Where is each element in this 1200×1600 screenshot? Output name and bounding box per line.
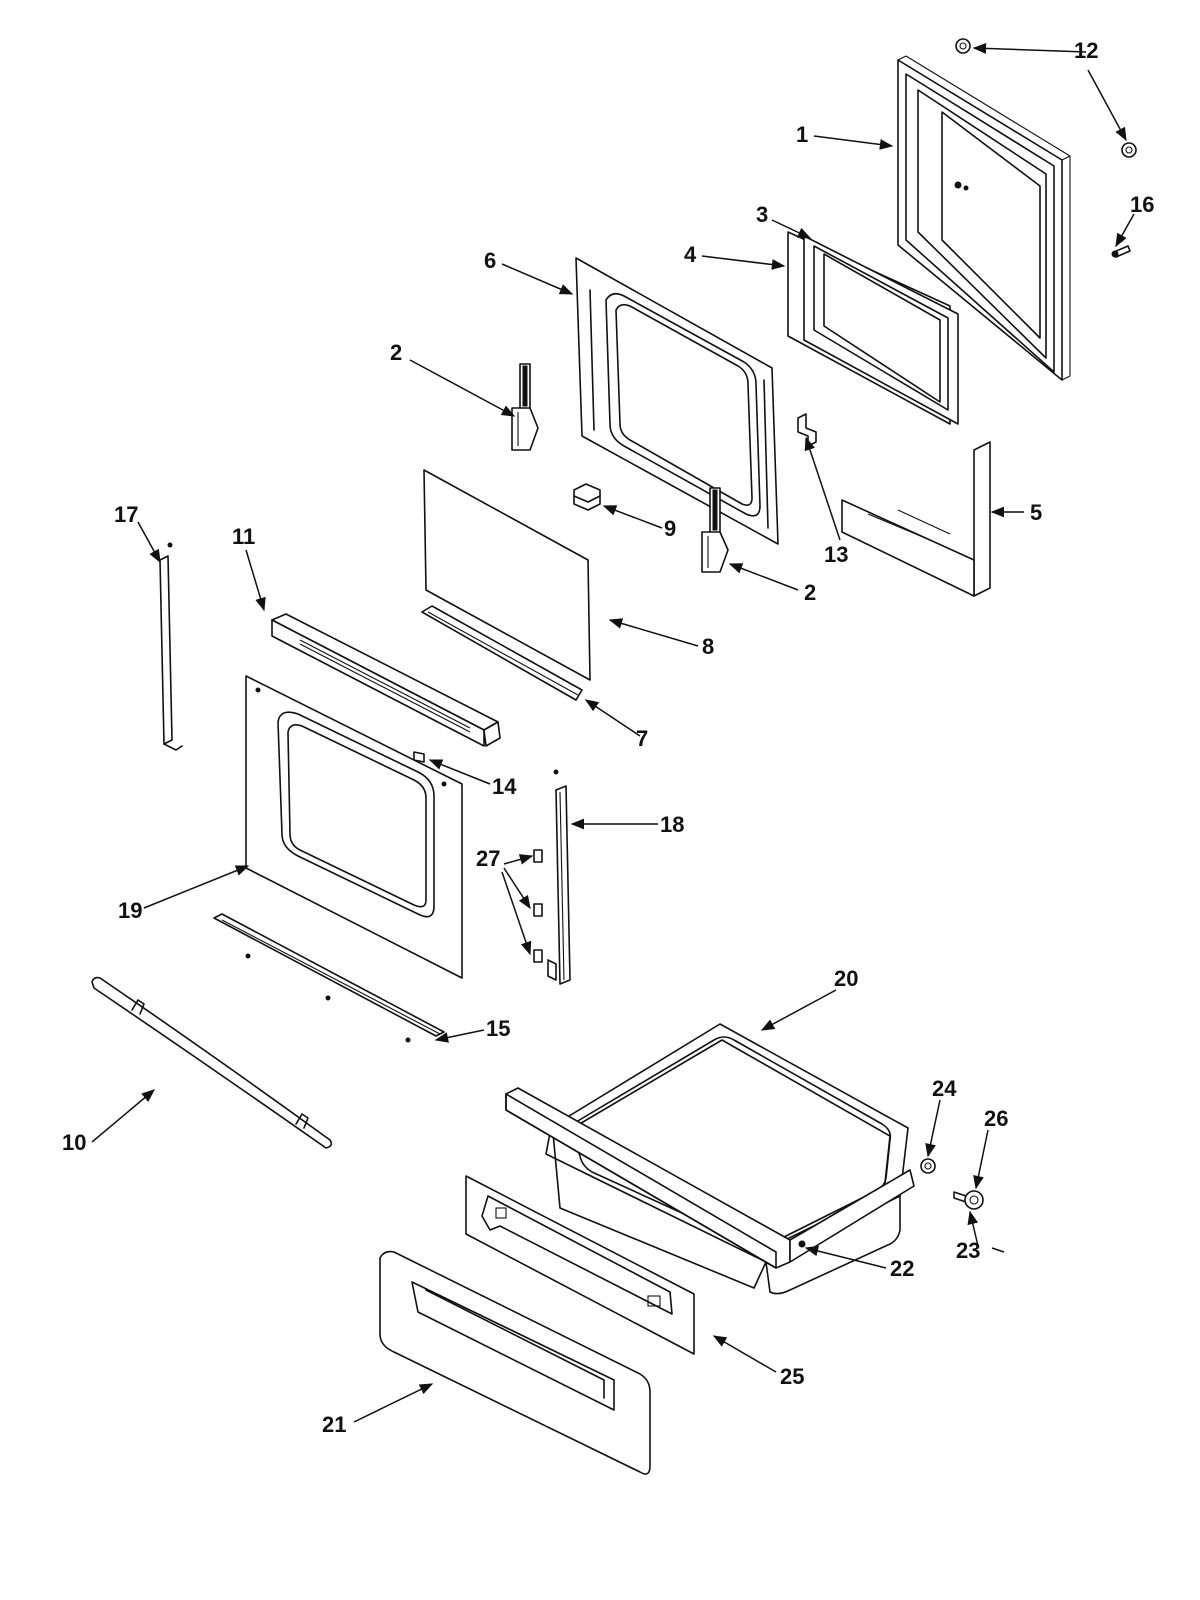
- callout-5: 5: [1030, 500, 1042, 525]
- part-8-door-glass: [423, 469, 591, 681]
- callout-15: 15: [486, 1016, 510, 1041]
- callout-22: 22: [890, 1256, 914, 1281]
- callout-1: 1: [796, 122, 808, 147]
- part-1-door-back-panel: [897, 55, 1071, 381]
- callout-23: 23: [956, 1238, 980, 1263]
- callout-16: 16: [1130, 192, 1154, 217]
- part-2-hinge-lower: [701, 487, 729, 573]
- callout-12: 12: [1074, 38, 1098, 63]
- part-3-glass-gasket-frame: [803, 235, 959, 425]
- part-20-storage-drawer: [505, 1023, 915, 1295]
- callout-21: 21: [322, 1412, 346, 1437]
- callout-6: 6: [484, 248, 496, 273]
- callout-26: 26: [984, 1106, 1008, 1131]
- part-12-nuts: [955, 38, 1137, 158]
- part-21-drawer-front: [379, 1250, 651, 1475]
- callout-9: 9: [664, 516, 676, 541]
- part-7-glass-retainer: [421, 605, 583, 701]
- part-11-door-top-trim: [271, 613, 501, 747]
- part-24-nut: [920, 1158, 936, 1174]
- part-15-door-bottom-trim: [213, 913, 445, 1043]
- callout-11: 11: [232, 524, 255, 549]
- callout-2-upper: 2: [390, 340, 402, 365]
- callout-8: 8: [702, 634, 714, 659]
- callout-labels: 1 2 2 3 4 5 6 7 8 9 10 11 12 13 14 15 16…: [62, 38, 1154, 1437]
- callout-25: 25: [780, 1364, 804, 1389]
- leader-lines: [91, 43, 1135, 1423]
- part-6-door-inner-panel: [575, 257, 779, 545]
- part-10-door-handle: [91, 976, 333, 1149]
- part-16-screw: [1111, 245, 1131, 258]
- part-13-clip: [797, 413, 817, 447]
- part-14-badge: [413, 751, 425, 763]
- callout-13: 13: [824, 542, 848, 567]
- callout-10: 10: [62, 1130, 86, 1155]
- part-17-side-trim-left: [159, 542, 183, 751]
- part-19-outer-door-panel: [245, 675, 463, 979]
- callout-2-lower: 2: [804, 580, 816, 605]
- callout-19: 19: [118, 898, 142, 923]
- part-2-hinge-upper: [511, 363, 539, 451]
- callout-4: 4: [684, 242, 697, 267]
- part-18-side-trim-right: [547, 769, 571, 985]
- part-5-door-liner-bracket: [841, 441, 991, 597]
- callout-27: 27: [476, 846, 500, 871]
- part-26-23-roller: [953, 1190, 984, 1210]
- callout-7: 7: [636, 726, 648, 751]
- part-27-bumpers: [533, 849, 543, 963]
- callout-24: 24: [932, 1076, 957, 1101]
- callout-3: 3: [756, 202, 768, 227]
- callout-18: 18: [660, 812, 684, 837]
- part-25-drawer-inner-panel: [465, 1175, 695, 1355]
- callout-20: 20: [834, 966, 858, 991]
- part-9-bracket: [573, 483, 601, 511]
- callout-17: 17: [114, 502, 138, 527]
- callout-14: 14: [492, 774, 517, 799]
